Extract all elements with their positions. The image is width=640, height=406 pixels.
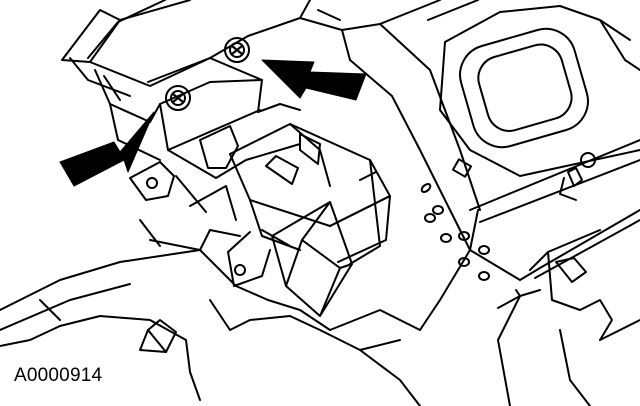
- switch-block: [227, 123, 391, 287]
- right-rails: [419, 139, 640, 341]
- right-console-outline: [349, 0, 640, 251]
- lower-panel-outline: [0, 219, 591, 406]
- lower-callout-arrow-icon: [59, 111, 155, 187]
- connector-block: [271, 201, 353, 317]
- upper-panel-outline: [61, 0, 441, 161]
- upper-screw-icon: [224, 37, 250, 63]
- lower-screw-icon: [165, 85, 191, 111]
- upper-callout-arrow-icon: [261, 59, 367, 101]
- console-details: [420, 152, 596, 281]
- figure-id-label: A0000914: [14, 365, 103, 386]
- center-mechanism: [129, 57, 301, 221]
